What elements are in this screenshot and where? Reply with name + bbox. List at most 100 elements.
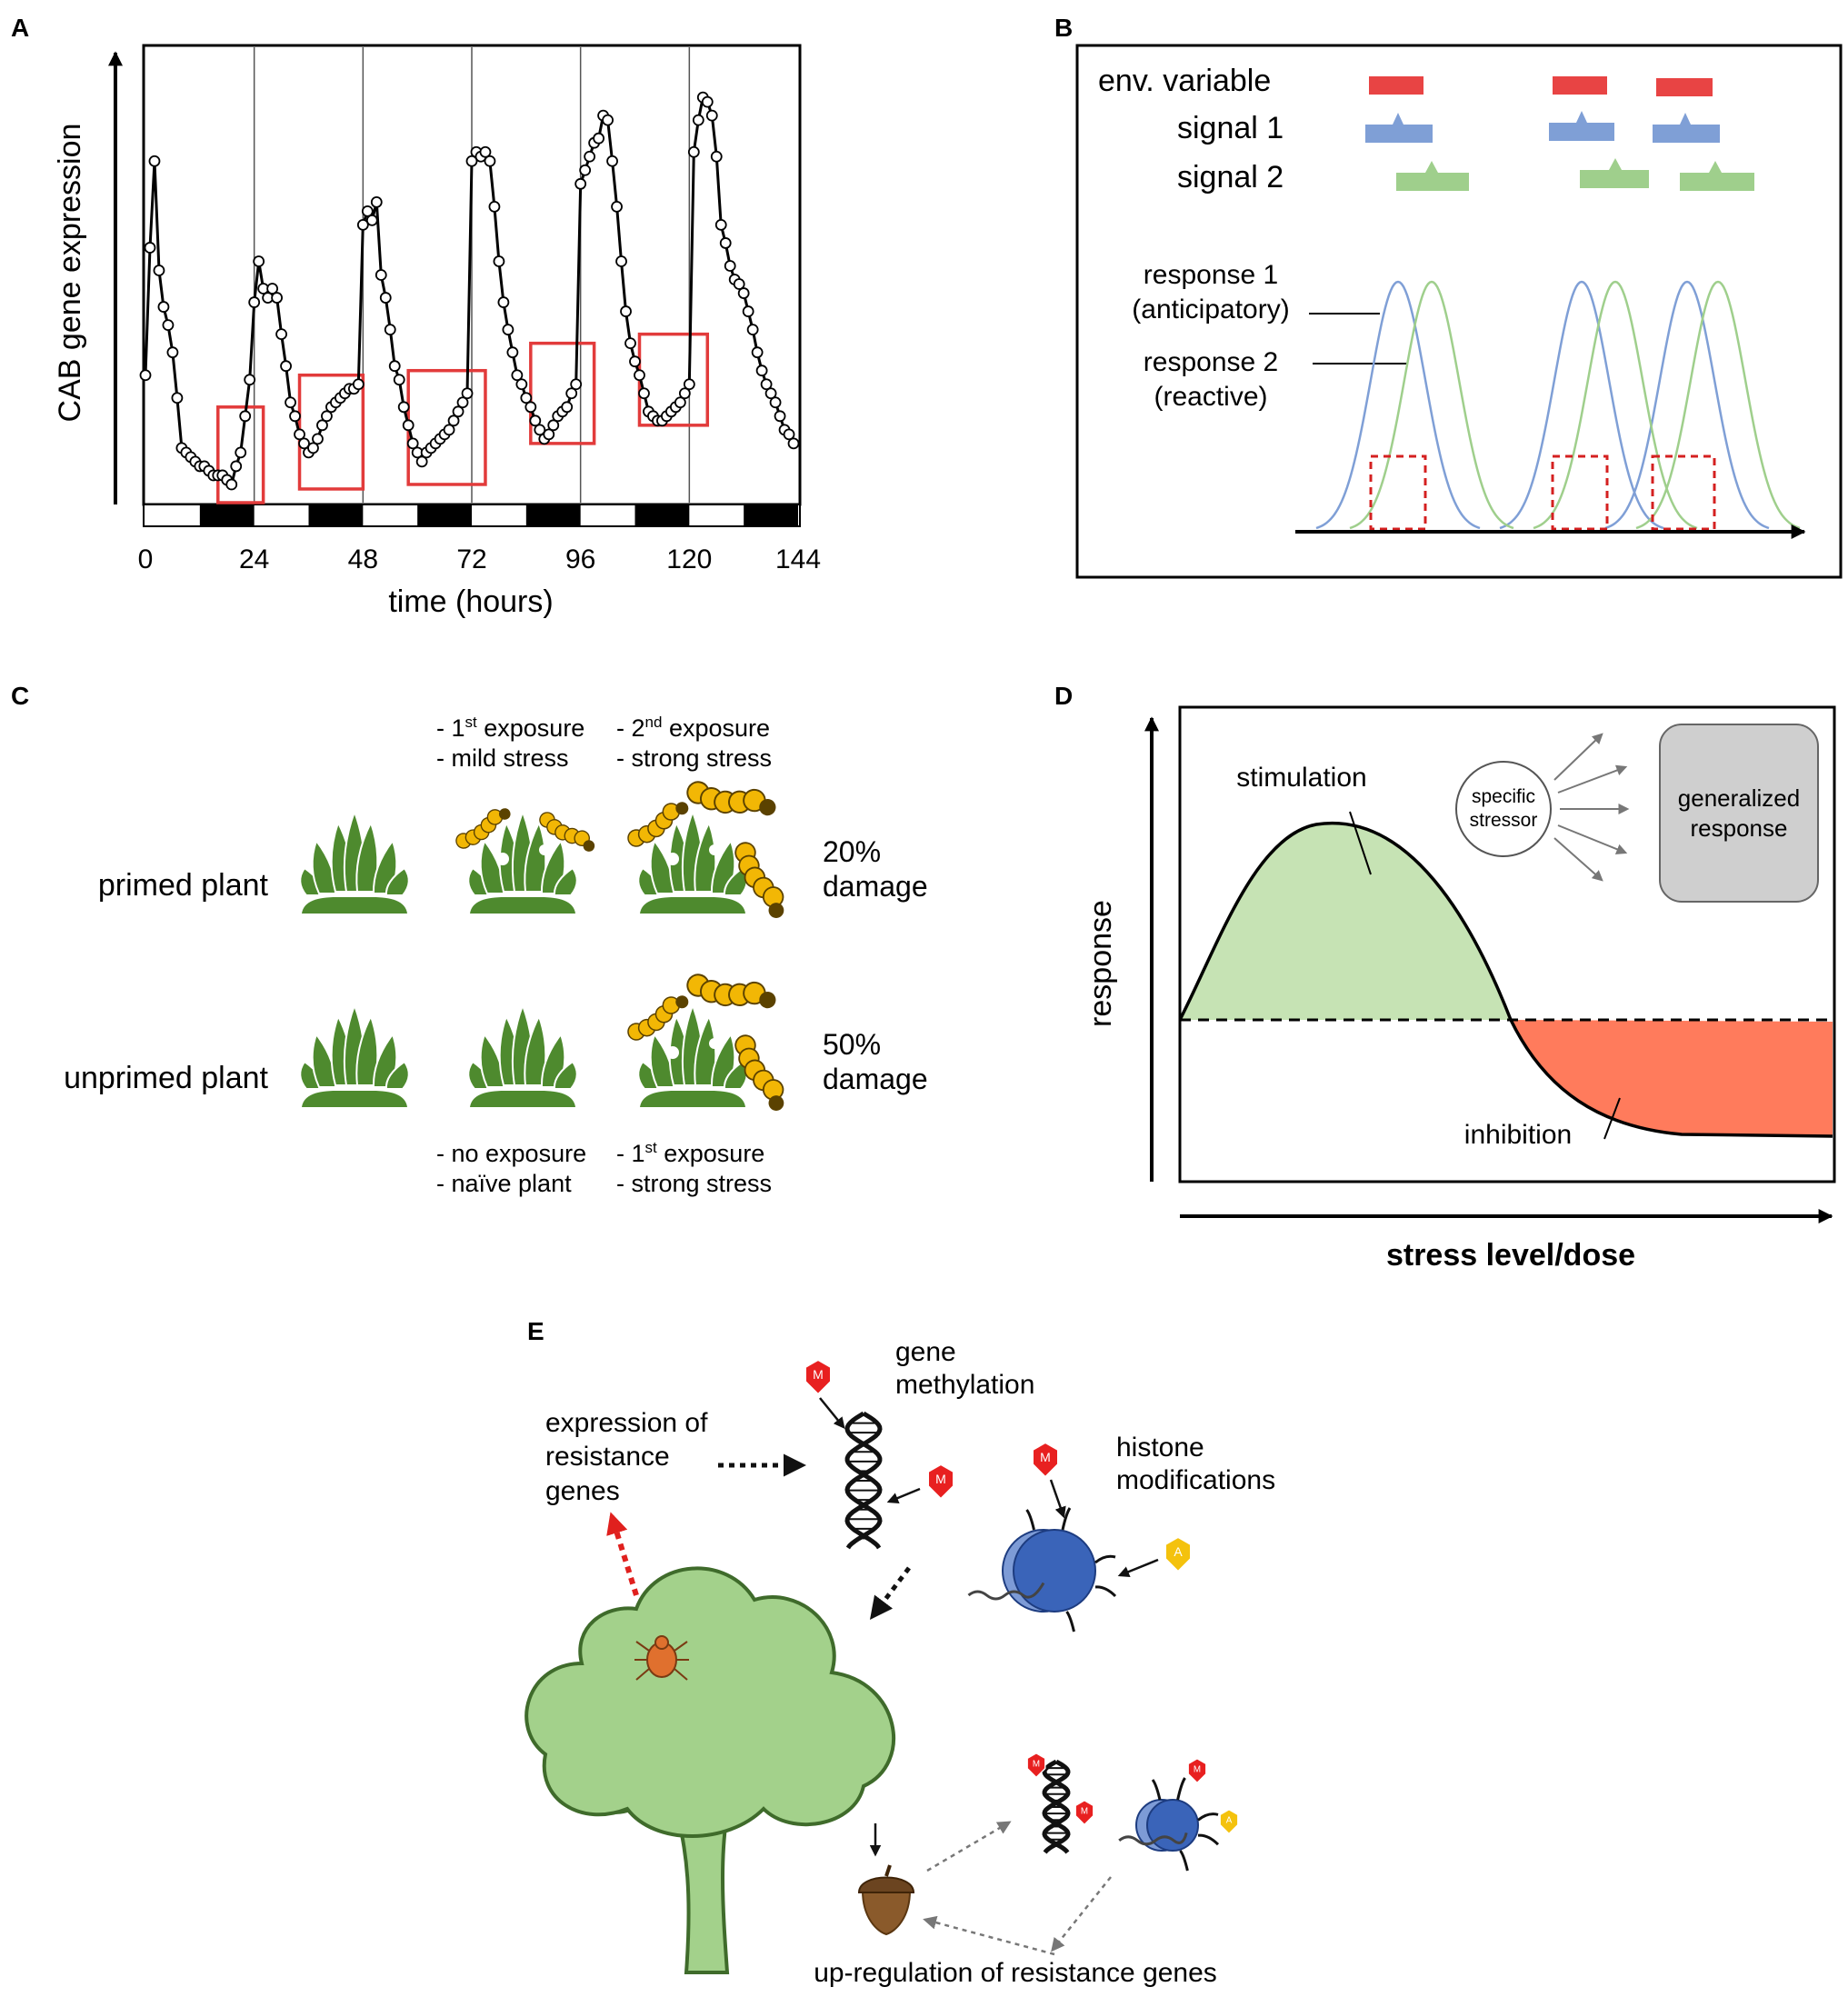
caterpillar-icon [686,974,776,1009]
data-point [144,242,156,254]
dna-helix [844,1411,883,1550]
plant-icon [467,1003,578,1107]
col3-top-line2: - strong stress [616,744,772,772]
data-point [397,401,410,414]
dna-strand [844,1411,883,1550]
data-point [593,132,605,145]
x-tick-label: 144 [775,544,821,574]
data-points [139,91,800,491]
signal-2-label: signal 2 [1177,160,1284,195]
data-point [289,410,301,423]
response-1-curve [1315,280,1481,530]
stimulation-area [1180,823,1511,1020]
env-variable-label: env. variable [1098,64,1271,98]
panel-b-frame [1075,44,1843,579]
mark-letter: A [1226,1816,1233,1826]
plant-base [470,1091,575,1107]
mite-icon [634,1635,689,1681]
data-point [266,283,279,295]
data-point [375,269,387,281]
data-point [316,419,328,432]
stressor-arrows [1553,733,1630,882]
data-point [687,145,700,158]
caterpillar-head [759,799,776,816]
data-point [602,114,614,126]
data-point [393,374,405,386]
data-point [479,145,492,158]
panel-e: E gene methylation expression of resista… [524,1317,1275,1988]
dna-strand [1042,1759,1071,1854]
data-point [356,218,369,231]
dark-period-segment [634,504,690,526]
data-point [561,401,574,414]
signal-1-bar [1549,111,1614,141]
data-point [787,437,800,450]
response-curves [1315,280,1801,530]
histone-tail [1197,1812,1219,1822]
data-point [543,428,555,441]
data-point [524,401,537,414]
data-point [674,396,686,409]
env-bar [1553,76,1607,95]
env-bar [1656,78,1713,96]
data-point [574,177,587,190]
data-point [737,287,750,299]
response-window-box [1651,454,1716,531]
dose-response-curve [1178,821,1833,1138]
data-point [511,369,524,382]
data-point [484,155,496,167]
dna-strand [844,1411,883,1550]
signal-2-bars [1396,158,1754,191]
caterpillar-icon [455,808,511,849]
response-1-label: response 1 [1144,260,1278,290]
stressor-arrow [1553,837,1603,882]
generalized-response-box [1659,724,1819,903]
data-point [493,255,505,267]
histone-tail [1025,1509,1035,1531]
col3-bottom-line2: - strong stress [616,1170,772,1197]
response-1-curve [1604,280,1770,530]
leaf-bite [666,1046,679,1059]
data-point [406,437,419,450]
leaf-bite [709,1038,720,1049]
response-window-box [1369,454,1427,531]
histone-tail [1065,1611,1075,1633]
data-point [361,205,374,217]
col2-bottom-line2: - naïve plant [436,1170,572,1197]
data-point [148,155,161,167]
data-point [253,255,265,267]
data-point [710,150,723,163]
x-tick-label: 120 [666,544,712,574]
panel-letter-d: D [1054,682,1073,710]
data-point [692,114,704,126]
nucleosome-small [1118,1777,1220,1872]
signal-1-label: signal 1 [1177,111,1284,145]
data-point [769,396,782,409]
stimulation-label: stimulation [1236,763,1366,793]
data-point [447,414,460,427]
methyl-arrow [819,1397,845,1429]
histone-to-tree-arrow [869,1566,911,1620]
plant-base [640,897,745,914]
acetyl-mark-icon: A [1164,1535,1192,1573]
data-point [271,292,283,304]
col2-top-line1: - 1st exposure [436,714,584,742]
panel-b: B env. variable signal 1 signal 2 respon… [1054,14,1843,579]
x-tick-label: 72 [456,544,486,574]
dark-period-segment [308,504,364,526]
mark-letter: M [1194,1765,1201,1775]
data-point [534,424,546,436]
mark-shape [1187,1757,1207,1784]
data-point [611,200,623,213]
data-point [520,392,533,404]
linker-dna [967,1582,1045,1601]
caterpillar-icon [539,812,595,852]
methyl-arrow [886,1487,921,1503]
specific-stressor-line1: specific [1472,786,1535,807]
data-point [606,155,618,167]
histone-tail [1094,1585,1117,1598]
col2-bottom-line1: - no exposure [436,1140,586,1167]
caterpillar-head [675,995,689,1009]
data-point [701,95,714,108]
caterpillar-icon [734,1034,784,1111]
